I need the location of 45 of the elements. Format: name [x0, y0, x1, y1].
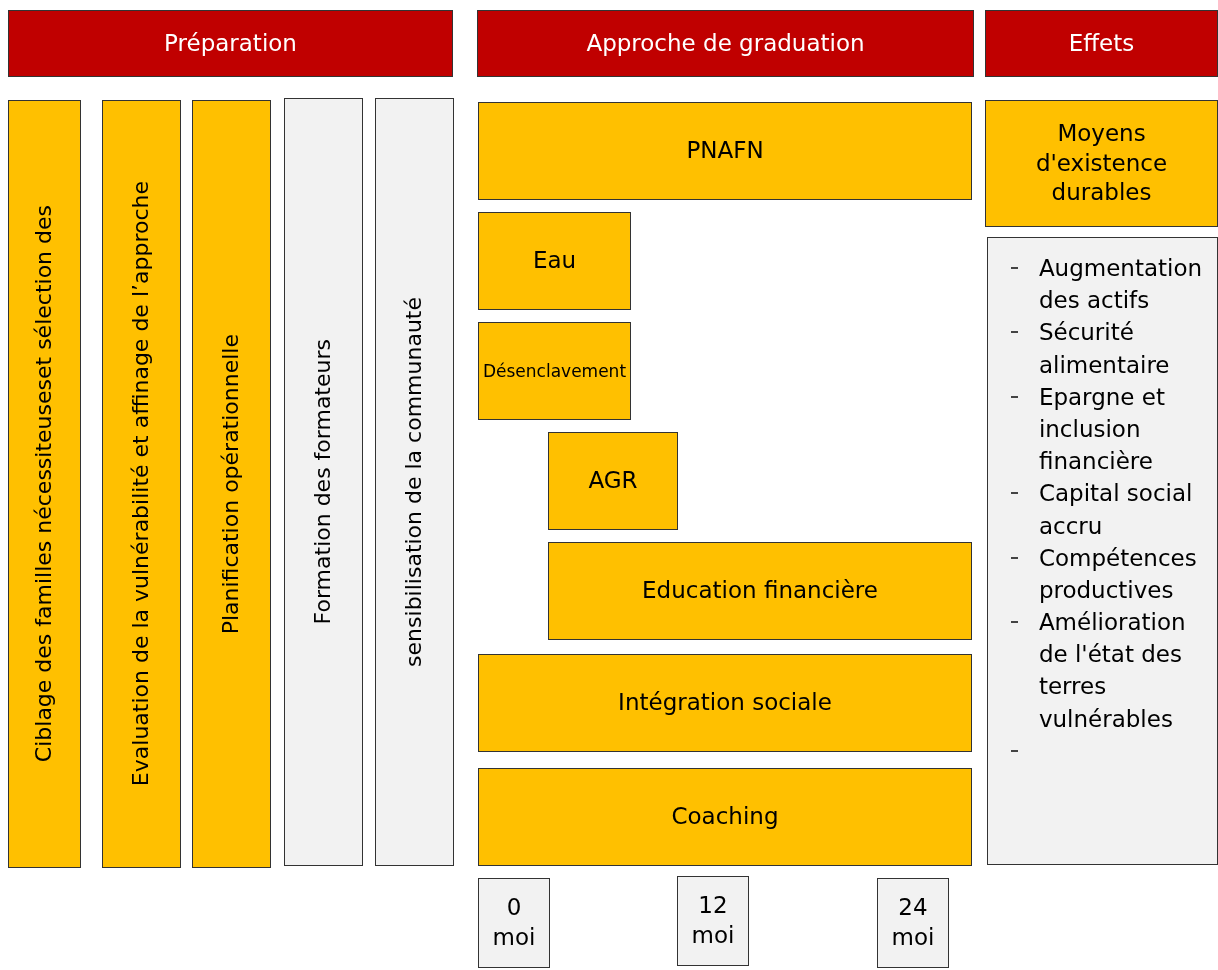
activity-box [478, 102, 972, 200]
outcome-list-box [987, 237, 1218, 865]
column-header [8, 10, 453, 77]
month-marker-box [478, 878, 550, 968]
box-label: Formation des formateurs [309, 339, 337, 625]
box-label: Ciblage des familles nécessiteuseset sélection des [30, 205, 58, 763]
box-label: Moyens d'existence durables [1034, 118, 1169, 208]
box-label: Planification opérationnelle [217, 333, 245, 635]
step-box [284, 98, 363, 866]
activity-box [548, 542, 972, 640]
box-label: 12 moi [691, 891, 735, 950]
header-text: Effets [1068, 28, 1135, 58]
bullet-item: Compétences productives [1038, 541, 1203, 607]
activity-box [192, 100, 271, 868]
box-label: Education financière [642, 576, 878, 606]
column-header [477, 10, 974, 77]
activity-box [8, 100, 81, 868]
month-marker-box [877, 878, 949, 968]
box-label: 0 moi [492, 893, 536, 952]
bullet-item: Epargne et inclusion financière [1038, 380, 1203, 478]
bullet-item: Amélioration de l'état des terres vulnérables [1038, 606, 1203, 735]
bullet-item: Capital social accru [1038, 477, 1203, 542]
bullet-item: Sécurité alimentaire [1038, 316, 1203, 381]
box-label: Evaluation de la vulnérabilité et affinage de l’approche [127, 181, 155, 787]
box-label: sensibilisation de la communauté [400, 297, 428, 667]
box-label: PNAFN [686, 136, 764, 166]
box-label: Intégration sociale [618, 688, 832, 718]
box-label: 24 moi [891, 893, 935, 952]
activity-box [985, 100, 1218, 227]
box-label: Désenclavement [482, 359, 627, 383]
activity-box [478, 212, 631, 310]
activity-box [548, 432, 678, 530]
box-label: Eau [532, 246, 577, 276]
box-label: Coaching [671, 802, 779, 832]
bullet-item: Augmentation des actifs [1038, 252, 1203, 317]
activity-box [478, 322, 631, 420]
box-label: AGR [588, 466, 638, 496]
header-text: Approche de graduation [586, 28, 865, 58]
activity-box [478, 654, 972, 752]
column-header [985, 10, 1218, 77]
activity-box [478, 768, 972, 866]
step-box [375, 98, 454, 866]
activity-box [102, 100, 181, 868]
header-text: Préparation [164, 28, 297, 58]
month-marker-box [677, 876, 749, 966]
